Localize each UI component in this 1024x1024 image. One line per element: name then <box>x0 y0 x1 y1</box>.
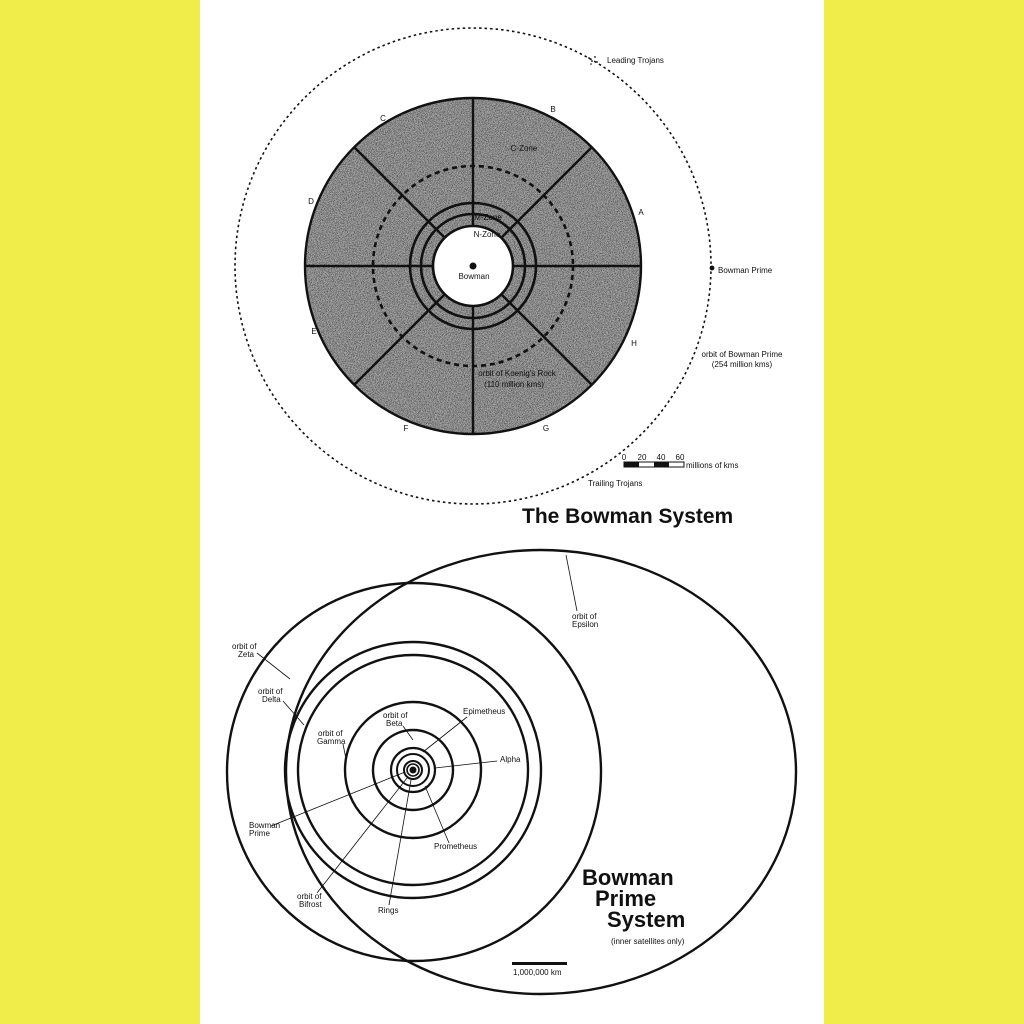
delta-label-2: Delta <box>262 695 281 704</box>
prime-label-2: Prime <box>249 829 270 838</box>
koenigs-orbit-label-line2: (110 million kms) <box>484 380 544 389</box>
delta-orbit <box>283 640 543 900</box>
prime-system-title-line2: Prime <box>595 886 656 911</box>
prime-orbit-label-line1: orbit of Bowman Prime <box>702 350 783 359</box>
inner-ring <box>431 224 515 308</box>
bowman-prime-system-map <box>225 548 798 996</box>
trailing-trojans-label: Trailing Trojans <box>588 479 642 488</box>
n-zone-label: N-Zone <box>474 230 501 239</box>
c-zone-boundary <box>303 96 643 436</box>
sector-label-e: E <box>311 327 316 336</box>
beta-label-2: Beta <box>386 719 403 728</box>
star-label: Bowman <box>458 272 489 281</box>
epimetheus-orbit <box>396 753 430 787</box>
sector-label-a: A <box>638 208 644 217</box>
rings-label: Rings <box>378 906 398 915</box>
sector-label-d: D <box>308 197 314 206</box>
epsilon-label-2: Epsilon <box>572 620 598 629</box>
leading-trojans-label: Leading Trojans <box>607 56 664 65</box>
sector-line-diag-nw <box>353 146 446 239</box>
beta-orbit <box>343 700 483 840</box>
sector-label-h: H <box>631 339 637 348</box>
delta-label-1: orbit of <box>258 687 283 696</box>
prime-system-title-line1: Bowman <box>582 865 674 890</box>
m-zone-label: M-Zone <box>474 213 502 222</box>
n-zone-ring <box>419 212 527 320</box>
bifrost-label-2: Bifrost <box>299 900 322 909</box>
alpha-label: Alpha <box>500 755 521 764</box>
zeta-label-1: orbit of <box>232 642 257 651</box>
prometheus-orbit <box>389 746 437 794</box>
epimetheus-label: Epimetheus <box>463 707 505 716</box>
prime-label-1: Bowman <box>249 821 280 830</box>
sector-lines <box>305 98 641 434</box>
rings-outer <box>403 760 423 780</box>
scale-tick-0: 0 <box>622 453 627 462</box>
rings-inner <box>406 763 420 777</box>
scale-unit-label: millions of kms <box>686 461 738 470</box>
sector-label-c: C <box>380 114 386 123</box>
sector-label-b: B <box>550 105 555 114</box>
bifrost-label-1: orbit of <box>297 892 322 901</box>
prime-system-title-line3: System <box>607 907 685 932</box>
bowman-prime-label: Bowman Prime <box>718 266 773 275</box>
scale-tick-60: 60 <box>676 453 685 462</box>
koenigs-rock-orbit <box>371 164 575 368</box>
zeta-label-2: Zeta <box>238 650 255 659</box>
sector-label-f: F <box>404 424 409 433</box>
alpha-orbit <box>371 728 455 812</box>
gamma-orbit <box>296 653 530 887</box>
c-zone-label: C-Zone <box>511 144 538 153</box>
scale-bar <box>623 461 685 468</box>
prometheus-label: Prometheus <box>434 842 477 851</box>
prime-scale-bar <box>512 962 567 965</box>
gamma-label-1: orbit of <box>318 729 343 738</box>
bowman-system-map: Bowman C-Zone M-Zone N-Zone A B C D E F … <box>234 27 783 528</box>
scale-tick-40: 40 <box>657 453 666 462</box>
m-zone-ring <box>408 201 538 331</box>
sector-label-g: G <box>543 424 549 433</box>
prime-scale-label: 1,000,000 km <box>513 968 562 977</box>
leading-trojans-icon <box>588 56 598 65</box>
prime-orbit-label-line2: (254 million kms) <box>712 360 773 369</box>
prime-system-labels: orbit of Epsilon orbit of Zeta orbit of … <box>232 612 685 977</box>
leader-lines <box>256 554 578 906</box>
sector-line-diag-sw <box>353 293 446 386</box>
bowman-system-title: The Bowman System <box>522 505 733 528</box>
koenigs-orbit-label-line1: orbit of Koenig's Rock <box>478 369 557 378</box>
bowman-prime-planet-icon <box>709 265 715 271</box>
beta-label-1: orbit of <box>383 711 408 720</box>
zeta-orbit <box>225 581 603 963</box>
prime-system-subtitle: (inner satellites only) <box>611 937 685 946</box>
gamma-label-2: Gamma <box>317 737 346 746</box>
sector-line-diag-ne <box>500 146 593 239</box>
scale-tick-20: 20 <box>638 453 647 462</box>
sector-line-diag-se <box>500 293 593 386</box>
epsilon-label-1: orbit of <box>572 612 597 621</box>
bowman-prime-body-icon <box>409 766 417 774</box>
bowman-star-icon <box>469 262 477 270</box>
